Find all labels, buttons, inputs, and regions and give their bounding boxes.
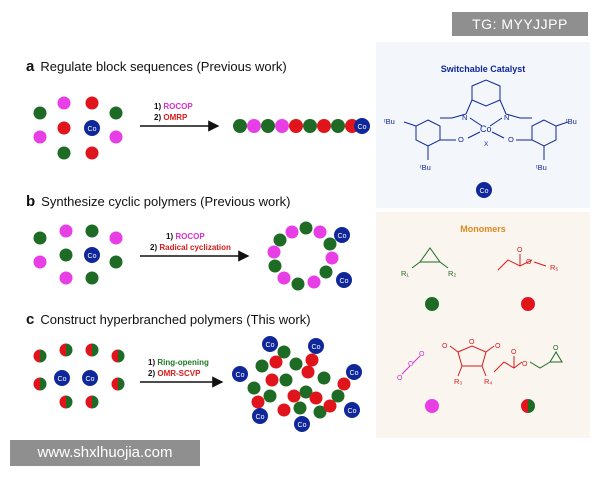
co-label: Co bbox=[236, 372, 245, 379]
glycidyl-acrylate-dot bbox=[521, 399, 535, 413]
r4-label: R₄ bbox=[484, 377, 492, 386]
svg-text:O: O bbox=[517, 247, 523, 254]
svg-text:O: O bbox=[522, 361, 528, 368]
co-label: Co bbox=[86, 376, 95, 383]
panel-c-step1: 1) Ring-opening bbox=[148, 358, 209, 367]
panel-c-step2: 2) OMR-SCVP bbox=[148, 369, 201, 378]
panel-b-title: b Synthesize cyclic polymers (Previous wo… bbox=[26, 193, 290, 210]
co-label: Co bbox=[266, 342, 275, 349]
panel-a-letter: a bbox=[26, 58, 35, 75]
catalyst-title: Switchable Catalyst bbox=[440, 64, 526, 74]
panel-a-block-chain: Co bbox=[233, 118, 370, 134]
monomer-red-dot bbox=[85, 96, 99, 110]
co-label: Co bbox=[348, 408, 357, 415]
n-left: N bbox=[462, 113, 467, 122]
panel-c-letter: c bbox=[26, 311, 35, 328]
panel-a-heading: Regulate block sequences (Previous work) bbox=[40, 59, 287, 74]
catalyst-co-dot bbox=[476, 182, 492, 198]
glycidyl-acrylate-structure bbox=[493, 351, 563, 373]
co2-structure bbox=[401, 355, 421, 375]
catalyst-labels: N N Co O O X ᵗBu ᵗBu ᵗBu ᵗBu bbox=[384, 113, 577, 172]
co-label: Co bbox=[256, 414, 265, 421]
omrp-text: OMRP bbox=[163, 113, 188, 122]
panel-a-step1: 1) ROCOP bbox=[154, 102, 193, 111]
tbu-2: ᵗBu bbox=[566, 117, 577, 126]
monomer-red-dot bbox=[85, 146, 99, 160]
svg-text:O: O bbox=[469, 339, 475, 346]
panel-a-title: a Regulate block sequences (Previous work… bbox=[26, 58, 287, 75]
svg-text:O: O bbox=[553, 345, 559, 352]
monomer-magenta-dot bbox=[109, 130, 123, 144]
cobalt-catalyst-dot bbox=[84, 247, 100, 263]
svg-text:O: O bbox=[419, 351, 425, 358]
watermark-bottom-left: www.shxlhuojia.com bbox=[10, 440, 200, 466]
o-right: O bbox=[508, 135, 514, 144]
tbu-3: ᵗBu bbox=[420, 163, 431, 172]
co-label: Co bbox=[88, 253, 97, 260]
monomer-magenta-dot bbox=[57, 96, 71, 110]
panel-b-heading: Synthesize cyclic polymers (Previous wor… bbox=[41, 194, 291, 209]
cobalt-chain-end bbox=[354, 118, 370, 134]
co-label: Co bbox=[58, 376, 67, 383]
panel-b-monomer-cluster: Co bbox=[33, 224, 123, 285]
watermark-top-right: TG: MYYJJPP bbox=[452, 12, 588, 36]
co-label: Co bbox=[338, 233, 347, 240]
r1-label: R₁ bbox=[401, 269, 409, 278]
o-left: O bbox=[458, 135, 464, 144]
panel-c-inimer-cluster: Co Co bbox=[33, 343, 125, 409]
rocop-text: ROCOP bbox=[163, 102, 193, 111]
co-label: Co bbox=[358, 124, 367, 131]
co-label: Co bbox=[88, 126, 97, 133]
co2-dot bbox=[425, 399, 439, 413]
co-label: Co bbox=[312, 344, 321, 351]
monomers-title: Monomers bbox=[460, 224, 506, 234]
svg-text:O: O bbox=[442, 343, 448, 350]
monomer-box: Monomers bbox=[376, 212, 590, 438]
catalyst-structure bbox=[403, 79, 569, 160]
svg-text:O: O bbox=[511, 349, 517, 356]
monomer-green-dot bbox=[57, 146, 71, 160]
monomer-red-dot bbox=[57, 121, 71, 135]
epoxide-structure bbox=[411, 247, 449, 269]
acrylate-dot bbox=[521, 297, 535, 311]
svg-text:O: O bbox=[526, 259, 532, 266]
monomer-magenta-dot bbox=[33, 130, 47, 144]
panel-c-arrow: 1) Ring-opening 2) OMR-SCVP bbox=[140, 358, 224, 388]
n-right: N bbox=[504, 113, 509, 122]
panel-c-title: c Construct hyperbranched polymers (This … bbox=[26, 311, 311, 328]
anhydride-structure bbox=[449, 345, 495, 377]
panel-b-step1: 1) ROCOP bbox=[166, 232, 205, 241]
svg-text:C: C bbox=[408, 361, 413, 368]
panel-b-letter: b bbox=[26, 193, 36, 210]
panel-a-arrow: 1) ROCOP 2) OMRP bbox=[140, 102, 220, 132]
epoxide-dot bbox=[425, 297, 439, 311]
co-label: Co bbox=[480, 188, 489, 195]
co-label: Co bbox=[350, 370, 359, 377]
svg-text:O: O bbox=[397, 375, 403, 382]
monomer-green-dot bbox=[109, 106, 123, 120]
monomer-green-dot bbox=[33, 106, 47, 120]
panel-b-arrow: 1) ROCOP 2) Radical cyclization bbox=[140, 232, 250, 262]
tbu-4: ᵗBu bbox=[536, 163, 547, 172]
acrylate-structure bbox=[497, 254, 547, 271]
r5-label: R₅ bbox=[550, 263, 558, 272]
panel-a-step2: 2) OMRP bbox=[154, 113, 188, 122]
tbu-1: ᵗBu bbox=[384, 117, 395, 126]
panel-c-hyperbranched-polymer: Co Co Co Co Co Co Co bbox=[232, 336, 362, 432]
panel-b-step2: 2) Radical cyclization bbox=[150, 243, 231, 252]
catalyst-metal: Co bbox=[480, 124, 492, 134]
svg-text:O: O bbox=[495, 343, 501, 350]
catalyst-x-ligand: X bbox=[484, 141, 489, 148]
co-label: Co bbox=[340, 278, 349, 285]
panel-b-cyclic-polymer: Co Co bbox=[267, 221, 352, 291]
co-label: Co bbox=[298, 422, 307, 429]
panel-a-monomer-cluster: Co bbox=[33, 96, 123, 160]
r3-label: R₃ bbox=[454, 377, 462, 386]
panel-c-heading: Construct hyperbranched polymers (This w… bbox=[40, 312, 311, 327]
cobalt-catalyst-dot bbox=[84, 120, 100, 136]
r2-label: R₂ bbox=[448, 269, 456, 278]
